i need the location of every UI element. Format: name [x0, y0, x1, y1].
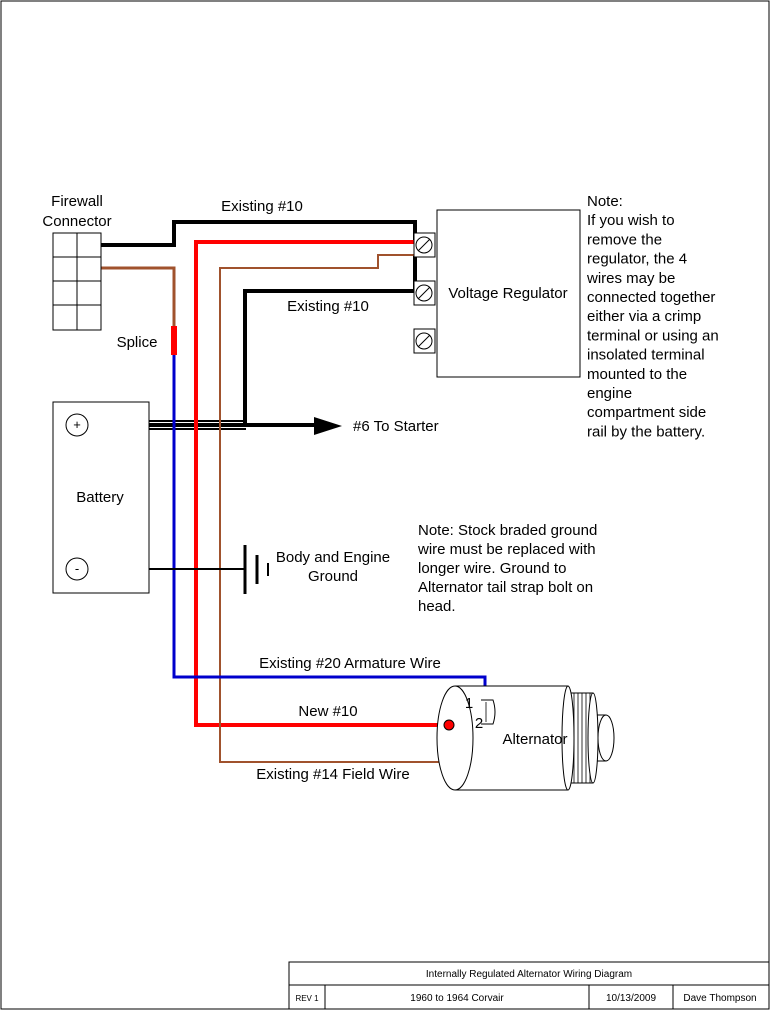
regulator-terminal-1 [413, 232, 436, 258]
splice-marker [171, 326, 177, 355]
title-block-title: Internally Regulated Alternator Wiring D… [426, 969, 632, 980]
ground-note-line: wire must be replaced with [417, 541, 596, 558]
alternator-label: Alternator [502, 731, 567, 748]
voltage-regulator-box [436, 209, 581, 378]
alternator-terminal-2: 2 [475, 715, 483, 732]
regulator-note-line: If you wish to [587, 212, 675, 229]
regulator-note-line: compartment side [587, 404, 706, 421]
regulator-note-line: remove the [587, 231, 662, 248]
regulator-note-line: terminal or using an [587, 327, 719, 344]
title-block-subtitle: 1960 to 1964 Corvair [410, 993, 504, 1004]
regulator-note-line: either via a crimp [587, 308, 701, 325]
regulator-note-line: regulator, the 4 [587, 251, 687, 268]
regulator-note-line: connected together [587, 289, 715, 306]
regulator-terminal-2 [413, 280, 436, 306]
regulator-note-line: insolated terminal [587, 347, 705, 364]
regulator-terminal-3 [413, 328, 436, 354]
title-block [288, 961, 770, 1010]
ground-label-line1: Body and Engine [276, 549, 390, 566]
regulator-note-line: mounted to the [587, 366, 687, 383]
label-starter: #6 To Starter [353, 418, 439, 435]
regulator-note-line: engine [587, 385, 632, 402]
battery-positive-terminal [65, 413, 89, 437]
battery-label: Battery [76, 489, 124, 506]
voltage-regulator-label: Voltage Regulator [448, 285, 567, 302]
label-splice: Splice [117, 334, 158, 351]
ground-note-line: head. [418, 598, 456, 615]
wire-existing10-mid [243, 255, 417, 424]
label-field: Existing #14 Field Wire [256, 766, 409, 783]
title-block-rev: REV 1 [295, 994, 319, 1003]
wire-new10 [194, 240, 448, 727]
label-existing10-mid: Existing #10 [287, 298, 369, 315]
regulator-note-line: Note: [587, 193, 623, 210]
battery-negative-terminal [65, 557, 89, 581]
firewall-label-line2: Connector [42, 213, 111, 230]
ground-icon [243, 545, 269, 594]
label-new10: New #10 [298, 703, 357, 720]
label-existing10-top: Existing #10 [221, 198, 303, 215]
ground-note-line: Note: Stock braded ground [418, 522, 597, 539]
label-armature: Existing #20 Armature Wire [259, 655, 441, 672]
ground-label-line2: Ground [308, 568, 358, 585]
title-block-author: Dave Thompson [683, 993, 756, 1004]
battery-negative-sign: - [75, 561, 79, 576]
ground-note-line: Alternator tail strap bolt on [418, 579, 593, 596]
ground-note: Note: Stock braded ground wire must be re… [417, 522, 597, 615]
ground-note-line: longer wire. Ground to [418, 560, 566, 577]
wire-brown-connector [100, 266, 176, 326]
alternator-icon [436, 685, 615, 791]
firewall-label-line1: Firewall [51, 193, 103, 210]
wire-existing10-top [100, 220, 417, 247]
regulator-note-line: wires may be [586, 270, 675, 287]
battery-positive-sign: + [73, 417, 81, 432]
regulator-note: Note: If you wish to remove the regulator, … [586, 193, 719, 440]
title-block-date: 10/13/2009 [606, 993, 656, 1004]
firewall-connector [52, 232, 102, 331]
alternator-terminal-1: 1 [465, 695, 473, 712]
regulator-note-line: rail by the battery. [587, 423, 705, 440]
starter-arrow [314, 417, 342, 435]
